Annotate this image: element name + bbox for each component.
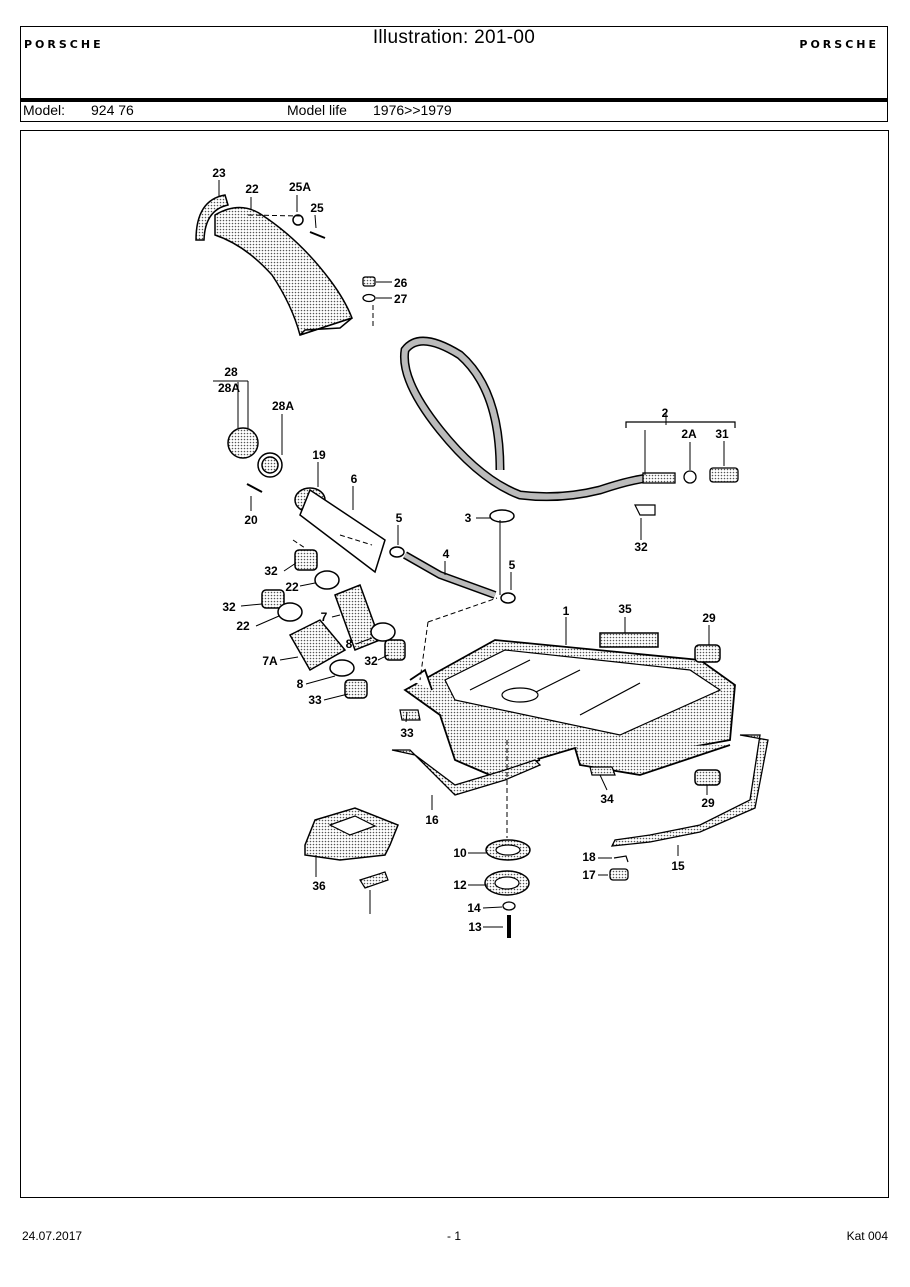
clip-icon (634, 504, 656, 516)
washer-icon (362, 293, 376, 303)
callout-label: 33 (400, 726, 414, 740)
hose-stack (261, 549, 406, 699)
rubber-pad (694, 769, 721, 786)
callout-label: 8 (346, 637, 353, 651)
callout-label: 26 (394, 276, 408, 290)
fuel-tank (403, 639, 736, 776)
callout-label: 32 (364, 654, 378, 668)
leader-lines (218, 180, 725, 928)
callout-label: 34 (600, 792, 614, 806)
callout-label: 29 (702, 611, 716, 625)
callout-label: 10 (453, 846, 467, 860)
callout-label: 17 (582, 868, 596, 882)
page-title: Illustration: 201-00 (372, 27, 536, 48)
bracket-icon (359, 871, 389, 889)
seal-strip (195, 194, 229, 241)
callout-label: 23 (212, 166, 226, 180)
callout-label: 22 (245, 182, 259, 196)
callout-label: 19 (312, 448, 326, 462)
callout-label: 32 (222, 600, 236, 614)
callout-label: 36 (312, 879, 326, 893)
model-life-value: 1976>>1979 (373, 102, 452, 118)
washer-icon (292, 214, 304, 226)
callout-label: 12 (453, 878, 467, 892)
callout-label: 28 (224, 365, 238, 379)
callout-label: 22 (285, 580, 299, 594)
callout-label: 29 (701, 796, 715, 810)
callout-label: 15 (671, 859, 685, 873)
hose-clamp (389, 546, 405, 558)
rubber-strip (599, 632, 659, 648)
brand-logo-left: PORSCHE (24, 38, 104, 51)
callout-label: 31 (715, 427, 729, 441)
callout-label: 7A (262, 654, 278, 668)
callout-label: 2A (681, 427, 697, 441)
model-label: Model: (23, 102, 66, 118)
filler-cap (227, 427, 386, 574)
footer-date: 24.07.2017 (22, 1229, 83, 1243)
washer-icon (502, 901, 516, 911)
callout-label: 33 (308, 693, 322, 707)
callout-label: 27 (394, 292, 408, 306)
hose-clamp (500, 592, 516, 604)
rubber-pad (694, 644, 721, 663)
illustration-frame (20, 130, 889, 1198)
callout-label: 35 (618, 602, 632, 616)
callout-label: 25 (310, 201, 324, 215)
callout-label: 22 (236, 619, 250, 633)
callout-label: 4 (443, 547, 450, 561)
callout-label: 3 (465, 511, 472, 525)
brand-logo-right: PORSCHE (799, 38, 879, 51)
tank-strap-left (391, 749, 542, 796)
valve-icon (683, 470, 697, 484)
bracket-icon (589, 766, 616, 776)
nut-icon (609, 868, 629, 881)
model-row: Model: 924 76 Model life 1976>>1979 (20, 102, 888, 122)
model-life-label: Model life (287, 102, 347, 118)
callout-label: 14 (467, 901, 481, 915)
header-rule (20, 99, 888, 102)
footer-page: - 1 (447, 1229, 462, 1243)
callout-label: 28A (218, 381, 240, 395)
washer-icon (613, 855, 629, 863)
callout-label: 20 (244, 513, 258, 527)
vent-hose (399, 336, 649, 502)
callout-label: 5 (396, 511, 403, 525)
callout-labels: 23 22 25A 25 26 27 28 28A 28A 2 2A 31 19… (212, 166, 729, 934)
hose-clamp (489, 509, 515, 523)
callout-label: 28A (272, 399, 294, 413)
callout-label: 13 (468, 920, 482, 934)
callout-label: 18 (582, 850, 596, 864)
callout-label: 1 (563, 604, 570, 618)
bracket-icon (399, 709, 421, 721)
callout-label: 8 (297, 677, 304, 691)
model-value: 924 76 (91, 102, 134, 118)
filler-cover (214, 206, 353, 336)
nut-icon (362, 276, 376, 287)
callout-label: 32 (634, 540, 648, 554)
footer-catalog: Kat 004 (846, 1229, 888, 1243)
hose-end (642, 472, 676, 484)
header-box: Illustration: 201-00 PORSCHE PORSCHE (20, 26, 888, 99)
callout-label: 5 (509, 558, 516, 572)
filter-icon (709, 467, 739, 483)
callout-label: 16 (425, 813, 439, 827)
tank-strap-right (610, 734, 769, 847)
callout-label: 2 (662, 406, 669, 420)
screw-icon (309, 231, 326, 239)
callout-label: 7 (321, 610, 328, 624)
callout-label: 32 (264, 564, 278, 578)
callout-label: 25A (289, 180, 311, 194)
callout-label: 6 (351, 472, 358, 486)
